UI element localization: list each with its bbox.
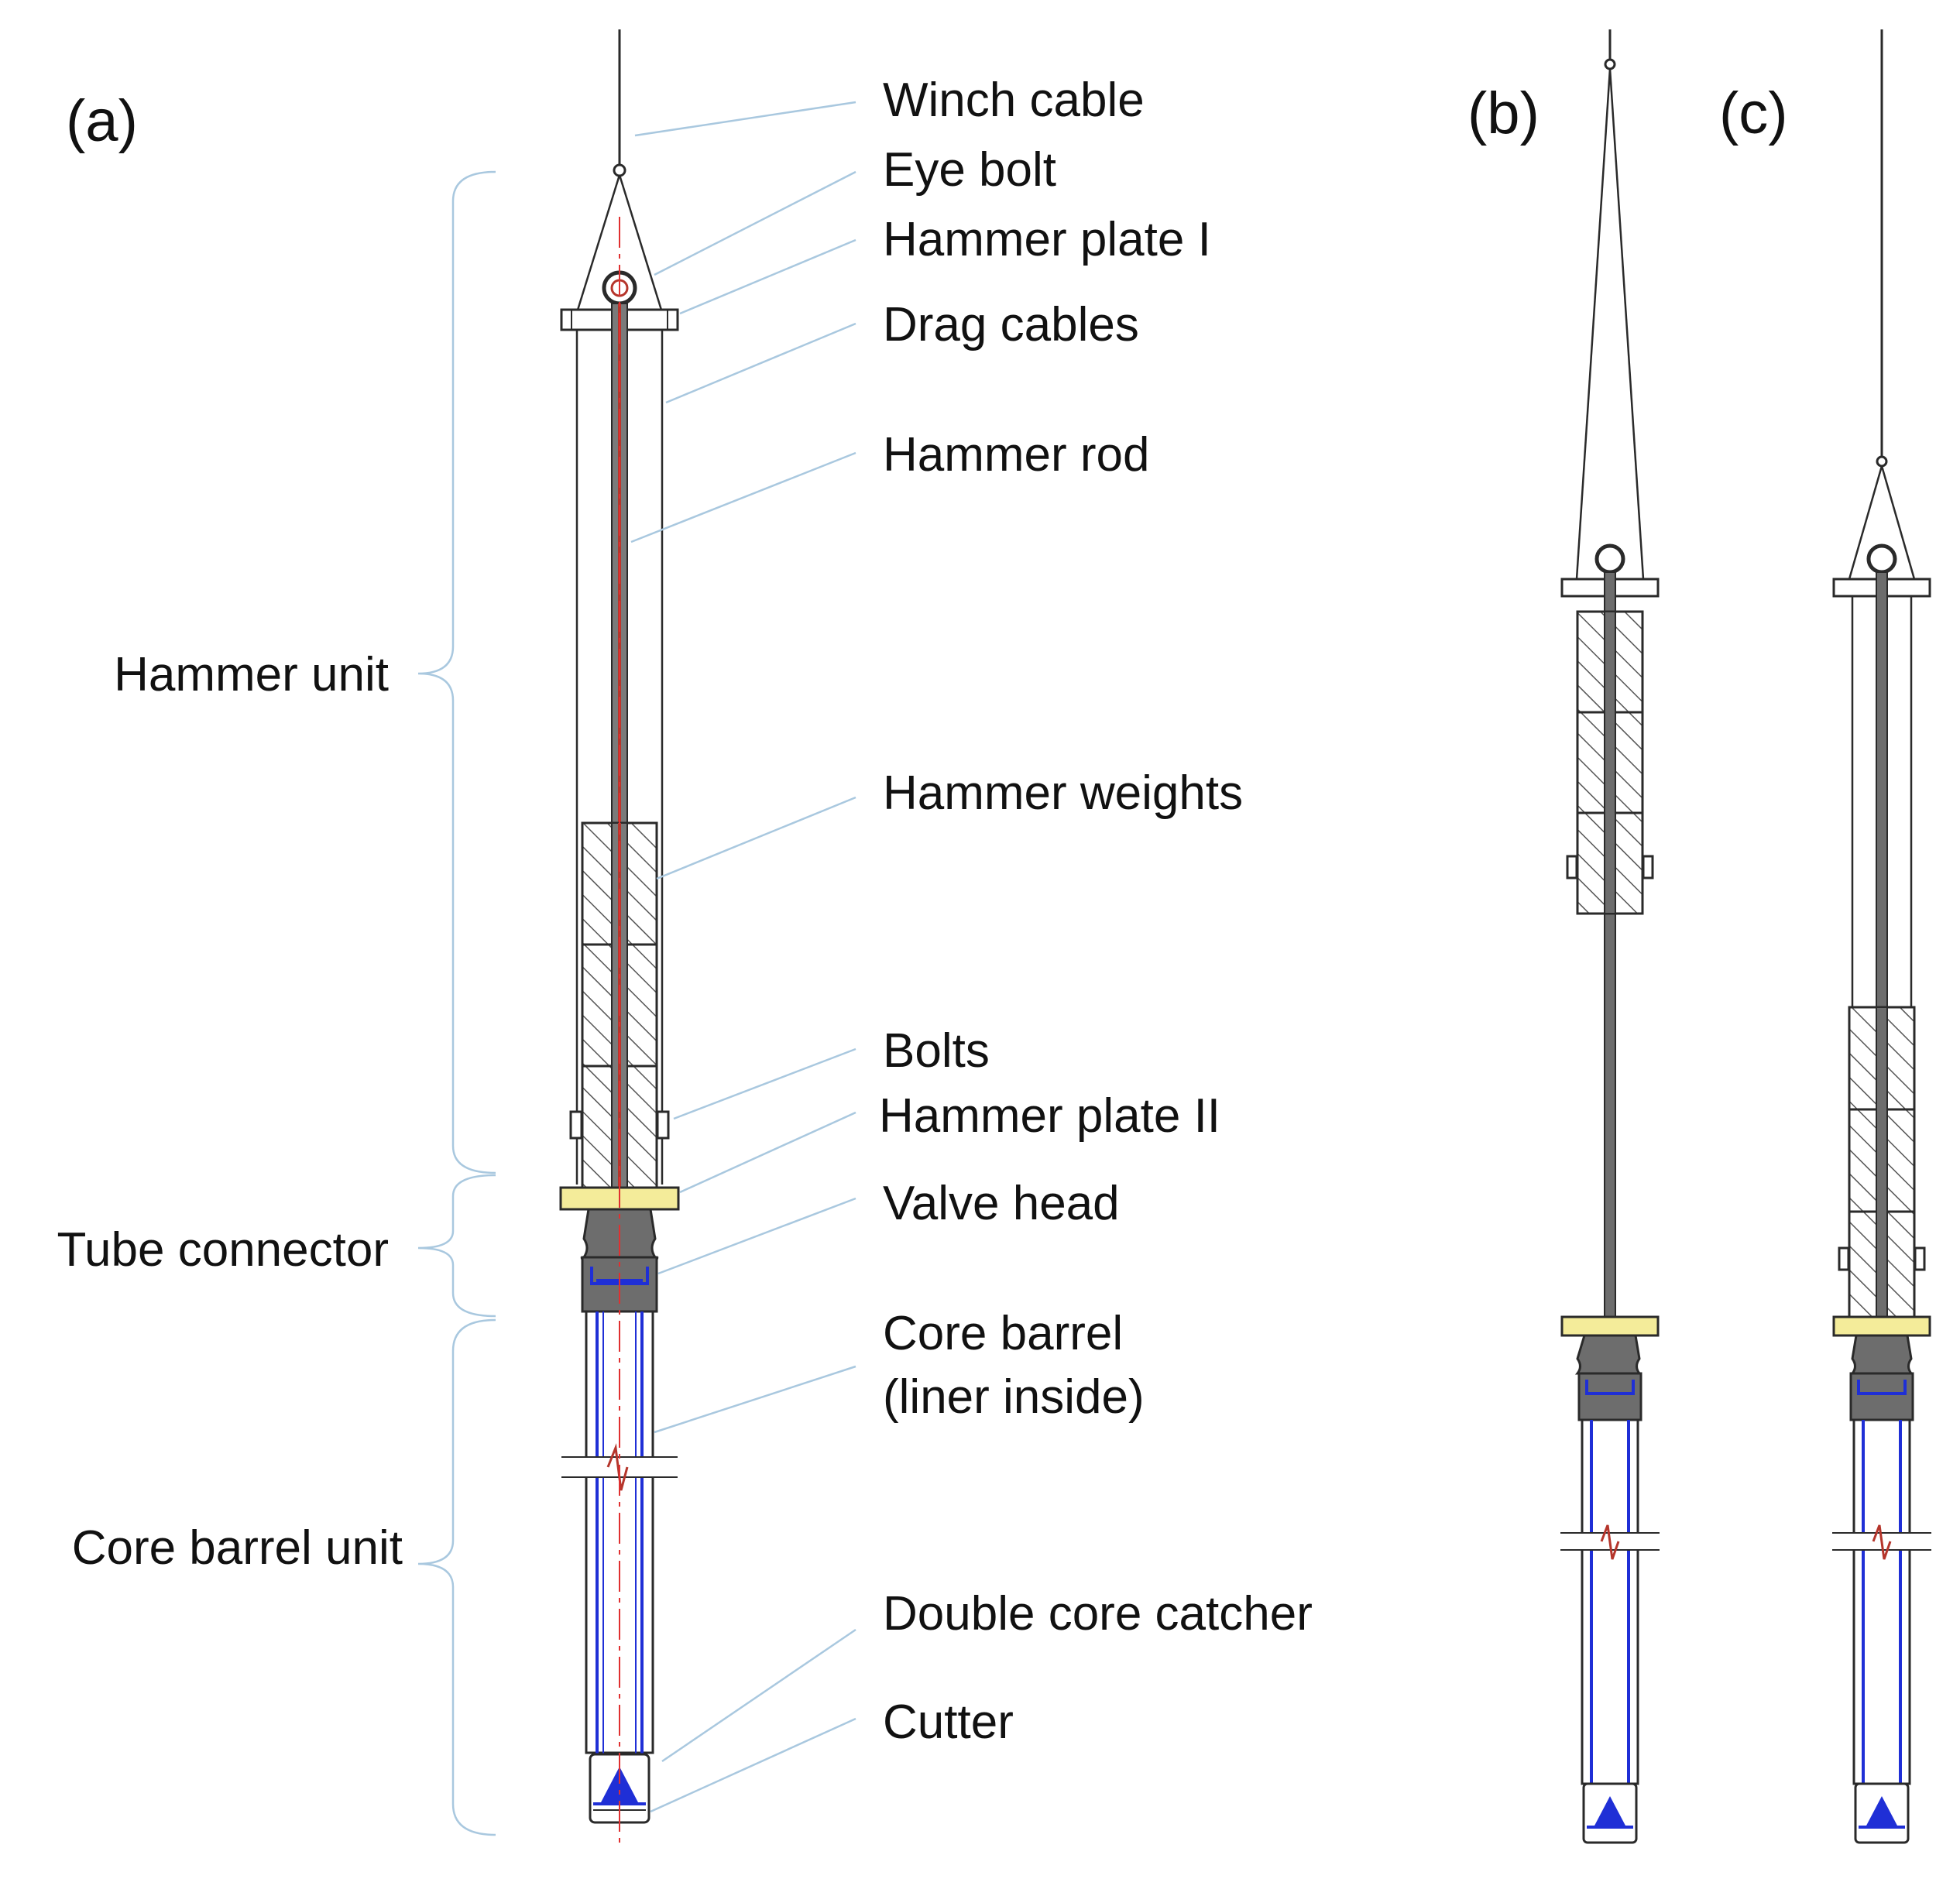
label-eye-bolt: Eye bolt [883,143,1056,197]
shackle-ring [613,163,626,177]
label-hammer-rod: Hammer rod [883,428,1150,482]
label-bolts: Bolts [883,1024,990,1078]
label-cutter: Cutter [883,1695,1014,1749]
label-valve-head: Valve head [883,1177,1120,1230]
bolts [569,1110,670,1140]
section-core-barrel-unit: Core barrel unit [72,1521,403,1575]
hammer-weights-c [1838,1006,1926,1318]
bracket-core-barrel-unit [417,1318,496,1836]
device-a [559,29,680,1843]
drag-cable-c-right [1880,465,1916,580]
drag-cable-left [574,174,621,318]
device-b: (b) [1467,29,1660,1844]
hammer-weights-b [1566,610,1654,915]
drag-cable-b-left [1575,68,1612,580]
device-c: (c) [1719,29,1931,1844]
section-brackets [417,170,496,1836]
bracket-hammer-unit [417,170,496,1174]
panel-label-c: (c) [1719,81,1788,146]
core-catcher [600,1767,639,1804]
panel-label-b: (b) [1467,81,1540,146]
bracket-tube-connector [417,1174,496,1318]
label-core-barrel-line1: Core barrel [883,1307,1123,1360]
section-tube-connector: Tube connector [57,1223,389,1277]
label-drag-cables: Drag cables [883,298,1139,351]
label-winch-cable: Winch cable [883,74,1145,127]
label-hammer-plate-2: Hammer plate II [879,1089,1220,1143]
label-double-core-catcher: Double core catcher [883,1587,1313,1641]
label-hammer-plate-1: Hammer plate I [883,213,1211,266]
hammer-plate-2-c [1832,1315,1931,1337]
hammer-plate-2-b [1560,1315,1660,1337]
drag-cable-b-right [1608,68,1645,580]
drag-cable-right [618,174,665,318]
section-hammer-unit: Hammer unit [114,648,389,701]
leader-lines [630,101,856,1813]
label-hammer-weights: Hammer weights [883,766,1243,820]
label-core-barrel-line2: (liner inside) [883,1370,1145,1424]
panel-label-a: (a) [66,88,138,154]
drag-cable-c-left [1848,465,1883,580]
